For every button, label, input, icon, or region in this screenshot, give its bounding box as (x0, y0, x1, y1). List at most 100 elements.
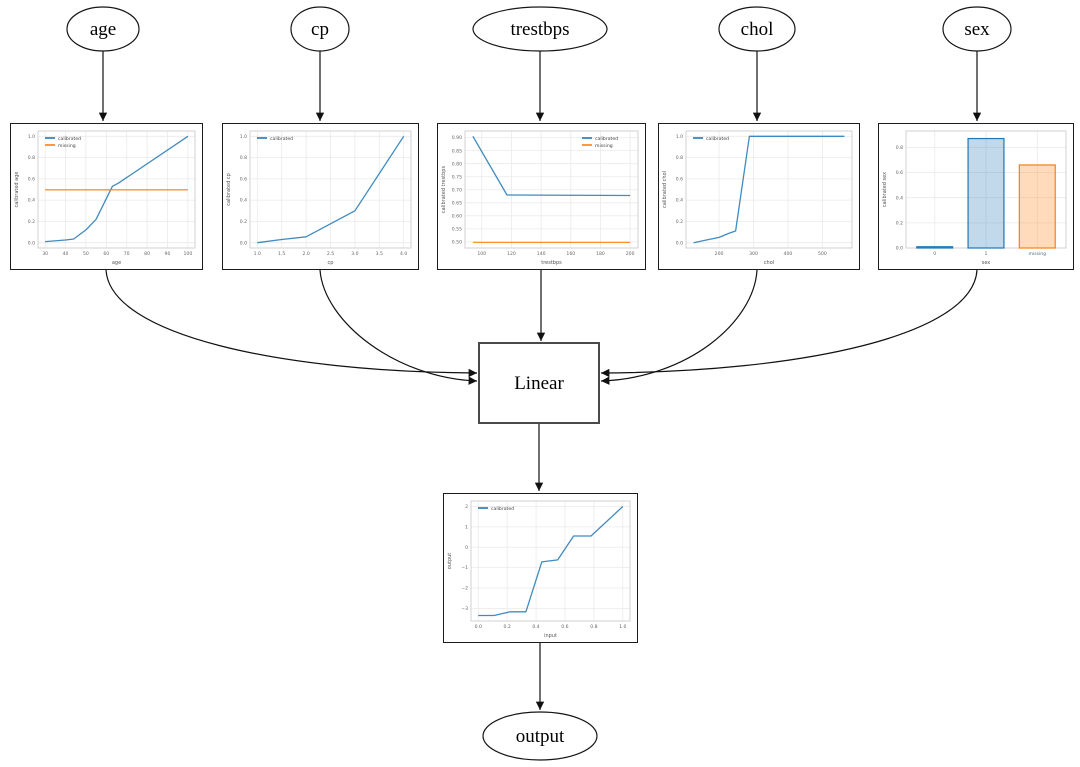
y-tick-label: 0.85 (452, 148, 462, 154)
y-axis-label: calibrated trestbps (441, 166, 447, 214)
x-tick-label: 200 (626, 251, 635, 257)
plot-spine (464, 130, 639, 249)
sex-ellipse (942, 6, 1012, 52)
y-tick-label: 2 (465, 504, 468, 510)
x-tick-label: 200 (715, 251, 724, 257)
x-axis-label: input (544, 633, 557, 639)
y-tick-label: 1.0 (28, 134, 35, 140)
calibrated-line (693, 135, 845, 244)
y-tick-label: −1 (461, 565, 468, 571)
x-axis-label: trestbps (541, 260, 562, 266)
edge-cp-plot-to-linear (319, 269, 478, 385)
y-tick-label: 0.8 (28, 155, 35, 161)
calibrated-line (45, 135, 189, 243)
x-tick-label: 500 (818, 251, 827, 257)
y-axis-label: output (447, 553, 453, 570)
y-axis-label: calibrated cp (226, 173, 232, 206)
x-tick-label: 0 (933, 251, 936, 257)
x-tick-label: 3.0 (351, 251, 358, 257)
x-tick-label: 400 (784, 251, 793, 257)
output-label: output (516, 726, 565, 747)
x-tick-label: 0.4 (532, 624, 539, 630)
cp-label: cp (311, 19, 329, 40)
y-tick-label: 0.6 (240, 176, 247, 182)
plot-spine (249, 130, 412, 249)
legend-label: missing (595, 143, 613, 149)
trestbps-ellipse (472, 6, 608, 52)
y-tick-label: 0.4 (28, 198, 35, 204)
x-tick-label: 4.0 (400, 251, 407, 257)
x-tick-label: 300 (749, 251, 758, 257)
chol-label: chol (741, 19, 774, 40)
x-tick-label: 100 (477, 251, 486, 257)
x-tick-label: 3.5 (376, 251, 383, 257)
x-tick-label: 0.0 (475, 624, 482, 630)
calibrated-line (257, 135, 405, 244)
x-tick-label: 90 (165, 251, 171, 257)
y-tick-label: 0.50 (452, 239, 462, 245)
y-tick-label: 0.8 (676, 155, 683, 161)
calibrated-line (472, 135, 631, 197)
y-tick-label: 0.0 (896, 246, 903, 252)
x-tick-label: 30 (42, 251, 48, 257)
x-axis-label: chol (764, 260, 774, 266)
plot-spine (685, 130, 853, 249)
y-tick-label: 0.65 (452, 200, 462, 206)
node-trestbps: trestbps (472, 6, 608, 52)
sex-label: sex (964, 19, 990, 40)
y-axis-label: calibrated age (14, 172, 20, 208)
x-tick-label: 140 (537, 251, 546, 257)
x-tick-label: 2.5 (327, 251, 334, 257)
x-axis-label: age (112, 260, 121, 266)
node-cp: cp (290, 6, 350, 52)
legend-label: calibrated (491, 506, 514, 512)
y-axis-label: calibrated sex (882, 172, 888, 207)
x-tick-label: 1.0 (619, 624, 626, 630)
x-tick-label: 120 (507, 251, 516, 257)
y-tick-label: 0.4 (240, 198, 247, 204)
y-tick-label: 0.60 (452, 213, 462, 219)
age-ellipse (66, 6, 140, 52)
legend-label: missing (58, 143, 76, 149)
x-axis-label: sex (982, 260, 991, 266)
node-age: age (66, 6, 140, 52)
legend-label: calibrated (706, 136, 729, 142)
x-tick-label: missing (1028, 251, 1046, 257)
y-tick-label: 0.2 (28, 219, 35, 225)
y-axis-label: calibrated chol (662, 171, 668, 208)
y-tick-label: 0.70 (452, 187, 462, 193)
bar-missing (1018, 164, 1056, 249)
bar-0 (916, 246, 954, 249)
plot-spine (470, 500, 631, 622)
edge-chol-plot-to-linear (600, 269, 758, 385)
linear-label: Linear (514, 373, 564, 394)
legend-label: calibrated (595, 136, 618, 142)
x-tick-label: 0.6 (561, 624, 568, 630)
y-tick-label: 0.90 (452, 135, 462, 141)
x-tick-label: 80 (144, 251, 150, 257)
y-tick-label: 0.8 (240, 155, 247, 161)
node-sex: sex (942, 6, 1012, 52)
y-tick-label: −2 (461, 586, 468, 592)
y-tick-label: 0.80 (452, 161, 462, 167)
y-tick-label: 0.2 (240, 219, 247, 225)
x-tick-label: 1.0 (254, 251, 261, 257)
cp-ellipse (290, 6, 350, 52)
y-tick-label: 0.4 (896, 195, 903, 201)
x-tick-label: 0.2 (503, 624, 510, 630)
x-tick-label: 100 (183, 251, 192, 257)
x-tick-label: 1 (985, 251, 988, 257)
x-tick-label: 160 (566, 251, 575, 257)
edge-age-plot-to-linear (105, 269, 478, 378)
y-tick-label: 0.0 (676, 240, 683, 246)
y-tick-label: 0.0 (28, 240, 35, 246)
plot-spine (37, 130, 196, 249)
